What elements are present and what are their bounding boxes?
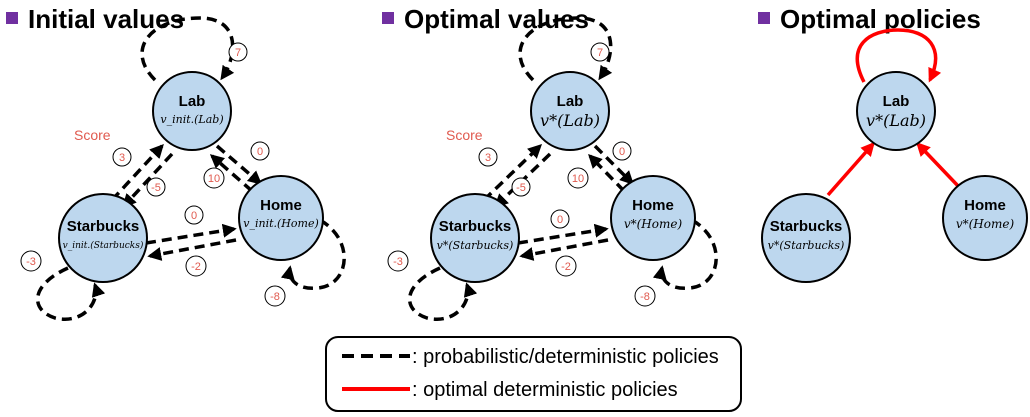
node-home-value: v_init.(Home) — [243, 217, 319, 230]
node-lab-name: Lab — [557, 93, 584, 110]
title-bullet-icon — [758, 12, 770, 24]
node-lab-value: v*(Lab) — [540, 111, 600, 130]
reward-home-to-lab: 10 — [203, 167, 225, 189]
reward-starbucks-to-home: 0 — [550, 209, 570, 229]
svg-text:7: 7 — [597, 47, 603, 59]
starbucks-self-loop-arrow — [408, 266, 478, 321]
node-lab: Lab v_init.(Lab) — [152, 71, 232, 151]
node-starbucks-name: Starbucks — [770, 218, 843, 235]
starbucks-to-home-arrow — [145, 223, 237, 245]
reward-lab-to-starbucks: -5 — [511, 177, 531, 197]
node-starbucks: Starbucks v*(Starbucks) — [761, 193, 851, 283]
svg-text:0: 0 — [191, 210, 197, 222]
panel-optimal-policies: Optimal policies Lab v*(Lab) Home v*(Hom… — [758, 4, 1028, 283]
reward-home-to-starbucks: -2 — [555, 255, 577, 277]
svg-text:0: 0 — [557, 214, 563, 226]
svg-text:-5: -5 — [151, 182, 161, 194]
node-lab: Lab v*(Lab) — [530, 71, 610, 151]
svg-text:-2: -2 — [191, 261, 201, 273]
reward-home-to-lab: 10 — [567, 167, 589, 189]
svg-text:-3: -3 — [393, 256, 403, 268]
panel-initial-values: Initial values Lab v_init.(Lab) Home v_i… — [6, 4, 346, 321]
node-home-name: Home — [632, 197, 674, 214]
node-starbucks: Starbucks v*(Starbucks) — [430, 193, 520, 283]
reward-starbucks-to-lab: 3 — [112, 147, 132, 167]
legend: : probabilistic/deterministic policies :… — [325, 336, 742, 412]
node-lab: Lab v*(Lab) — [856, 71, 936, 151]
legend-dashed-label: : probabilistic/deterministic policies — [412, 346, 719, 368]
title-bullet-icon — [6, 12, 18, 24]
svg-text:3: 3 — [485, 152, 491, 164]
home-to-lab-arrow — [588, 153, 626, 193]
legend-box — [325, 336, 742, 412]
lab-to-home-arrow — [215, 144, 263, 185]
node-starbucks-name: Starbucks — [67, 218, 140, 235]
svg-text:10: 10 — [572, 173, 584, 185]
svg-text:10: 10 — [208, 173, 220, 185]
reward-starbucks-self: -3 — [20, 250, 42, 272]
reward-starbucks-self: -3 — [387, 250, 409, 272]
svg-text:0: 0 — [619, 146, 625, 158]
home-to-lab-arrow — [209, 154, 254, 193]
panel-title: Optimal policies — [780, 4, 981, 34]
node-home-name: Home — [964, 197, 1006, 214]
reward-home-to-starbucks: -2 — [185, 255, 207, 277]
reward-home-self: -8 — [634, 285, 656, 307]
node-starbucks-name: Starbucks — [439, 218, 512, 235]
node-home: Home v*(Home) — [942, 175, 1028, 261]
reward-lab-self: 7 — [590, 42, 610, 62]
node-lab-name: Lab — [179, 93, 206, 110]
home-to-starbucks-arrow — [147, 238, 237, 261]
svg-text:-8: -8 — [270, 291, 280, 303]
starbucks-to-lab-optimal-arrow — [826, 141, 875, 197]
node-home-name: Home — [260, 197, 302, 214]
node-starbucks-value: v*(Starbucks) — [768, 239, 845, 252]
reward-lab-to-home: 0 — [250, 141, 270, 161]
reward-starbucks-to-home: 0 — [184, 205, 204, 225]
node-lab-value: v*(Lab) — [866, 111, 926, 130]
panel-title: Initial values — [28, 4, 184, 34]
title-bullet-icon — [382, 12, 394, 24]
node-home-value: v*(Home) — [624, 217, 683, 231]
starbucks-to-lab-arrow — [482, 144, 543, 202]
home-to-starbucks-arrow — [519, 238, 609, 261]
lab-to-home-arrow — [593, 144, 634, 185]
node-starbucks-value: v*(Starbucks) — [437, 239, 514, 252]
svg-text:7: 7 — [235, 47, 241, 59]
svg-text:-8: -8 — [640, 291, 650, 303]
score-label: Score — [446, 127, 483, 143]
home-self-loop-arrow — [652, 218, 718, 290]
svg-text:3: 3 — [119, 152, 125, 164]
legend-solid-label: : optimal deterministic policies — [412, 379, 678, 401]
panel-optimal-values: Optimal values Lab v*(Lab) Home v*(Home)… — [382, 4, 718, 321]
node-home-value: v*(Home) — [956, 217, 1015, 231]
svg-text:-3: -3 — [26, 256, 36, 268]
lab-self-loop-arrow — [518, 16, 613, 82]
svg-text:-5: -5 — [516, 182, 526, 194]
svg-text:0: 0 — [257, 146, 263, 158]
node-lab-name: Lab — [883, 93, 910, 110]
lab-to-starbucks-arrow — [122, 152, 174, 209]
home-self-loop-arrow — [280, 218, 346, 290]
reward-lab-self: 7 — [228, 42, 248, 62]
node-home: Home v_init.(Home) — [238, 175, 324, 261]
node-starbucks: Starbucks v_init.(Starbucks) — [58, 193, 148, 283]
starbucks-self-loop-arrow — [36, 266, 106, 321]
reward-starbucks-to-lab: 3 — [478, 147, 498, 167]
node-starbucks-value: v_init.(Starbucks) — [63, 240, 144, 251]
node-home: Home v*(Home) — [610, 175, 696, 261]
reward-home-self: -8 — [264, 285, 286, 307]
starbucks-to-home-arrow — [517, 223, 609, 245]
reward-lab-to-home: 0 — [612, 141, 632, 161]
home-to-lab-optimal-arrow — [916, 141, 962, 190]
score-label: Score — [74, 127, 111, 143]
reward-lab-to-starbucks: -5 — [146, 177, 166, 197]
starbucks-to-lab-arrow — [110, 143, 164, 202]
node-lab-value: v_init.(Lab) — [160, 113, 223, 126]
lab-self-loop-optimal-arrow — [855, 28, 942, 83]
svg-text:-2: -2 — [561, 261, 571, 273]
